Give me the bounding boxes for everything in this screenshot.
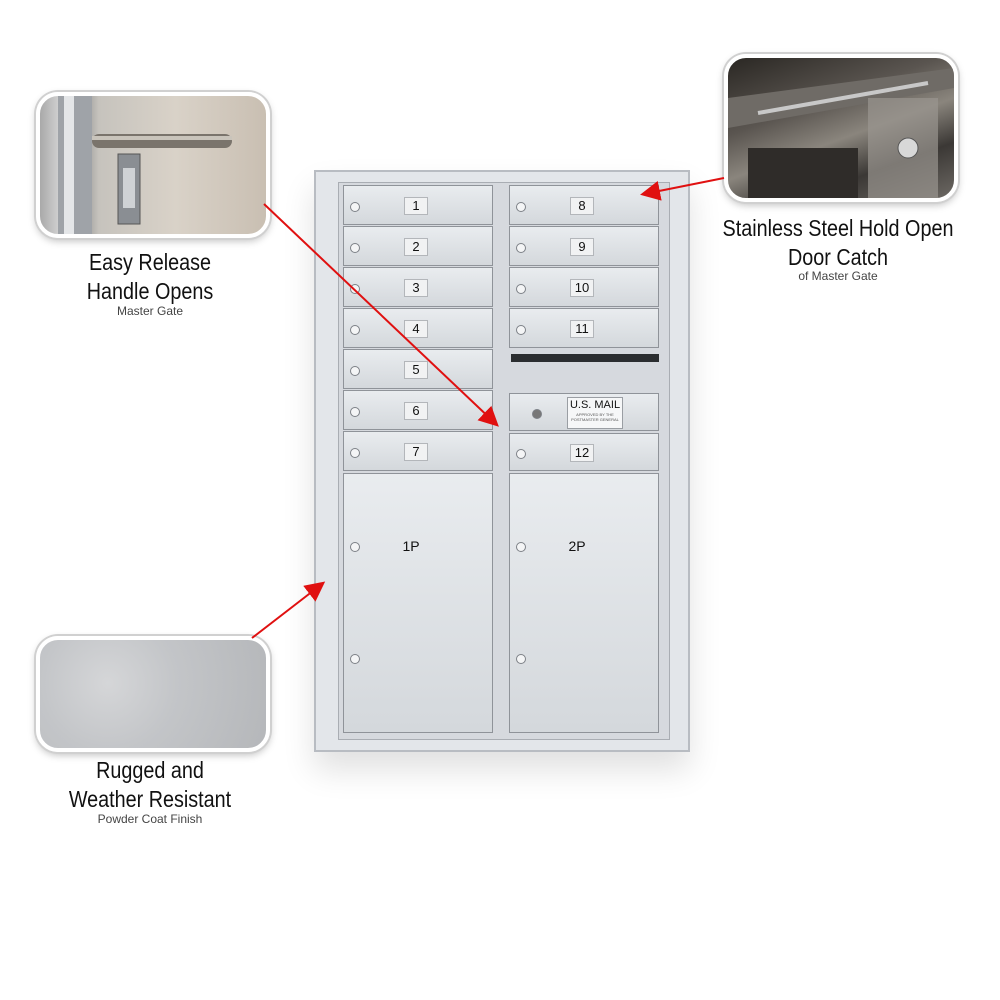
mail-door-8[interactable]: 8 — [509, 185, 659, 225]
lock-icon — [350, 654, 360, 664]
lock-icon — [516, 449, 526, 459]
catch-callout-title: Stainless Steel Hold Open Door Catch — [722, 215, 954, 270]
door-number: 12 — [570, 444, 594, 462]
powder-callout-title: Rugged and Weather Resistant — [68, 757, 232, 812]
mail-door-4[interactable]: 4 — [343, 308, 493, 348]
mail-door-1[interactable]: 1 — [343, 185, 493, 225]
lock-icon — [350, 202, 360, 212]
door-number: 1P — [402, 538, 420, 554]
lock-icon — [516, 202, 526, 212]
door-catch-photo-illustration — [728, 68, 954, 198]
outgoing-mail-slot[interactable] — [511, 354, 659, 362]
arrow-catch — [640, 177, 725, 201]
door-number: 11 — [570, 320, 594, 338]
mailbox-frame: 1 2 3 4 5 6 7 1P 8 9 10 11 U.S. MAIL APP… — [338, 182, 670, 740]
lock-icon — [350, 325, 360, 335]
lock-icon — [516, 654, 526, 664]
handle-detail-image — [36, 92, 270, 238]
mailbox-unit: 1 2 3 4 5 6 7 1P 8 9 10 11 U.S. MAIL APP… — [314, 170, 690, 752]
door-number: 2 — [404, 238, 428, 256]
door-number: 3 — [404, 279, 428, 297]
lock-icon — [350, 448, 360, 458]
lock-icon — [516, 284, 526, 294]
lock-icon — [516, 243, 526, 253]
mail-door-12[interactable]: 12 — [509, 433, 659, 471]
door-number: 6 — [404, 402, 428, 420]
catch-callout-subtitle: of Master Gate — [798, 269, 878, 283]
mail-door-5[interactable]: 5 — [343, 349, 493, 389]
door-number: 2P — [568, 538, 586, 554]
mail-door-11[interactable]: 11 — [509, 308, 659, 348]
door-number: 5 — [404, 361, 428, 379]
lock-icon — [532, 409, 542, 419]
us-mail-plate: U.S. MAIL APPROVED BY THE POSTMASTER GEN… — [567, 397, 623, 429]
lock-icon — [516, 542, 526, 552]
mail-door-7[interactable]: 7 — [343, 431, 493, 471]
parcel-door-2p[interactable]: 2P — [509, 473, 659, 733]
door-number: 10 — [570, 279, 594, 297]
mail-door-10[interactable]: 10 — [509, 267, 659, 307]
mail-door-9[interactable]: 9 — [509, 226, 659, 266]
lock-icon — [516, 325, 526, 335]
handle-photo-illustration — [58, 96, 232, 234]
mail-door-2[interactable]: 2 — [343, 226, 493, 266]
handle-callout-subtitle: Master Gate — [116, 304, 184, 318]
door-number: 7 — [404, 443, 428, 461]
mail-door-3[interactable]: 3 — [343, 267, 493, 307]
lock-icon — [350, 366, 360, 376]
arrow-powder — [251, 581, 326, 639]
door-number: 8 — [570, 197, 594, 215]
parcel-door-1p[interactable]: 1P — [343, 473, 493, 733]
arrow-handle — [263, 203, 499, 427]
powder-coat-detail-image — [36, 636, 270, 752]
lock-icon — [350, 243, 360, 253]
door-number: 1 — [404, 197, 428, 215]
door-catch-detail-image — [724, 54, 958, 202]
powder-callout-subtitle: Powder Coat Finish — [97, 812, 203, 826]
door-number: 4 — [404, 320, 428, 338]
lock-icon — [350, 542, 360, 552]
door-number: 9 — [570, 238, 594, 256]
handle-callout-title: Easy Release Handle Opens — [86, 249, 214, 304]
lock-icon — [350, 407, 360, 417]
